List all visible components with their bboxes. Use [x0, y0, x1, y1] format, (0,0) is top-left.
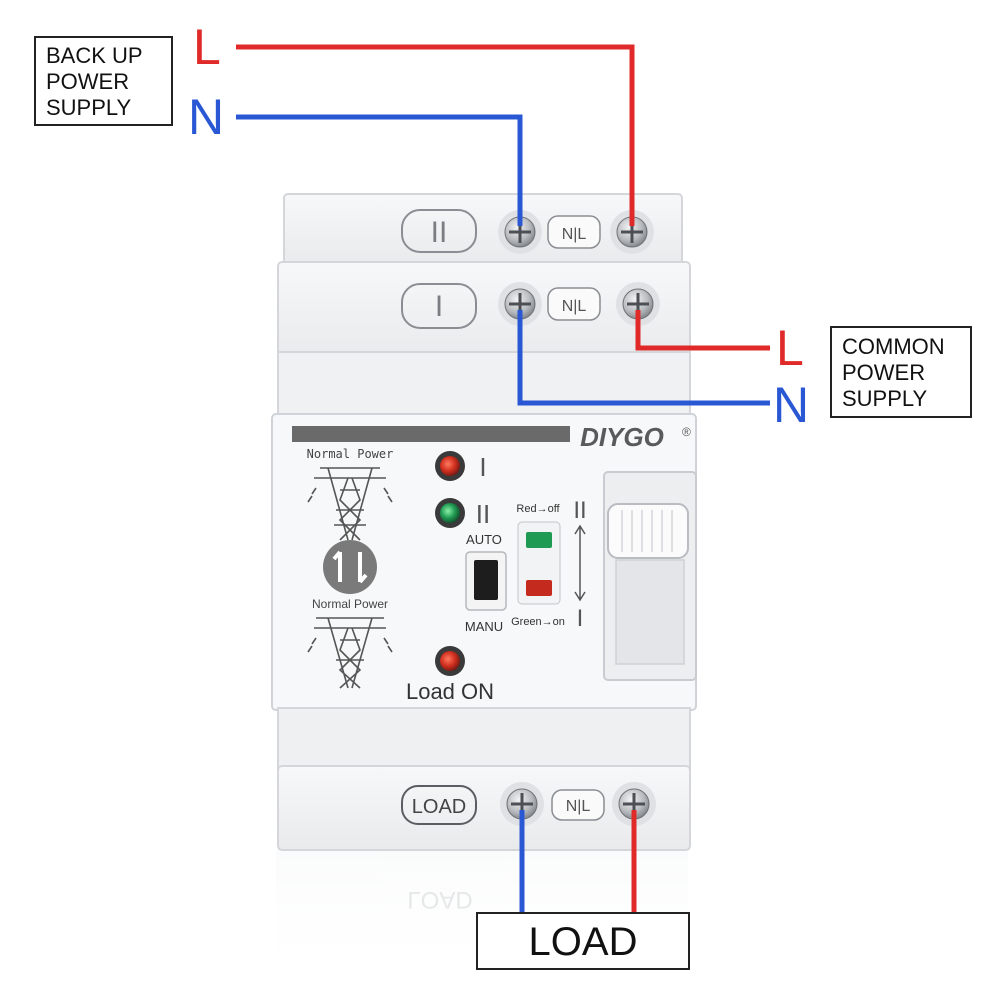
common-neutral-screw-icon — [498, 282, 542, 326]
terminal-row-2-nl-badge — [547, 215, 601, 249]
position-arrow-icon — [574, 524, 586, 602]
backup-label-line-1: BACK UP — [46, 43, 143, 68]
terminal-row-common: I N|L — [401, 282, 660, 329]
transfer-switch-icon — [323, 540, 377, 594]
backup-neutral-screw-icon — [498, 210, 542, 254]
load-on-led — [435, 646, 465, 676]
indicator-1-label: I — [479, 452, 486, 482]
scale-bottom-label: I — [577, 605, 584, 632]
load-live-screw-icon — [612, 782, 656, 826]
backup-live-letter: L — [193, 19, 221, 75]
common-live-screw-icon — [616, 282, 660, 326]
common-live-letter: L — [776, 320, 804, 376]
common-label-line-2: POWER — [842, 360, 926, 385]
common-neutral-letter: N — [773, 377, 810, 433]
brand-bar — [292, 426, 570, 442]
terminal-row-1-badge — [401, 283, 477, 329]
red-off-label: Red→off — [516, 503, 560, 515]
load-terminal-label: LOAD — [412, 796, 466, 818]
indicator-2-led — [435, 498, 465, 528]
backup-label-line-2: POWER — [46, 69, 130, 94]
backup-live-wire — [236, 44, 635, 226]
indicator-2-label: II — [476, 499, 490, 529]
terminal-row-1-symbol: I — [435, 290, 443, 323]
backup-neutral-letter: N — [188, 89, 225, 145]
manual-handle[interactable] — [603, 471, 697, 681]
source-label-bottom: Normal Power — [312, 597, 388, 611]
backup-label-line-3: SUPPLY — [46, 95, 132, 120]
terminal-row-1-nl: N|L — [562, 298, 587, 315]
load-nl-badge — [551, 789, 605, 821]
auto-label: AUTO — [466, 532, 502, 547]
terminal-row-1-nl-badge — [547, 287, 601, 321]
status-green-indicator — [526, 532, 552, 548]
terminal-row-backup: II N|L — [401, 209, 654, 254]
status-red-indicator — [526, 580, 552, 596]
terminal-row-load: LOAD N|L — [401, 782, 656, 826]
power-tower-top-icon — [307, 467, 393, 541]
indicator-1-led — [435, 451, 465, 481]
scale-top-label: II — [573, 497, 586, 524]
mode-selector-switch[interactable] — [474, 560, 498, 600]
common-power-supply-label: COMMON POWER SUPPLY — [830, 326, 972, 418]
load-terminal-badge — [401, 785, 477, 825]
terminal-row-2-symbol: II — [431, 216, 448, 249]
backup-neutral-wire — [236, 114, 523, 226]
front-panel: DIYGO ® Normal Power Normal Power I II — [292, 422, 697, 704]
common-label-line-3: SUPPLY — [842, 386, 928, 411]
load-label: LOAD — [476, 912, 690, 970]
power-tower-bottom-icon — [307, 617, 393, 689]
load-nl: N|L — [566, 798, 591, 815]
source-label-top: Normal Power — [307, 447, 394, 461]
load-on-label: Load ON — [406, 679, 494, 704]
brand-logo: DIYGO — [580, 422, 664, 452]
common-neutral-wire — [517, 310, 770, 406]
load-neutral-screw-icon — [500, 782, 544, 826]
brand-registered-mark: ® — [682, 425, 691, 439]
terminal-row-2-nl: N|L — [562, 226, 587, 243]
common-label-line-1: COMMON — [842, 334, 945, 359]
manu-label: MANU — [465, 619, 503, 634]
terminal-row-2-badge — [401, 209, 477, 253]
green-on-label: Green→on — [511, 616, 565, 628]
common-live-wire — [635, 310, 770, 351]
backup-power-supply-label: BACK UP POWER SUPPLY — [34, 36, 173, 126]
wires — [236, 44, 770, 914]
svg-text:LOAD: LOAD — [407, 886, 472, 913]
handle-lever[interactable] — [607, 503, 689, 559]
